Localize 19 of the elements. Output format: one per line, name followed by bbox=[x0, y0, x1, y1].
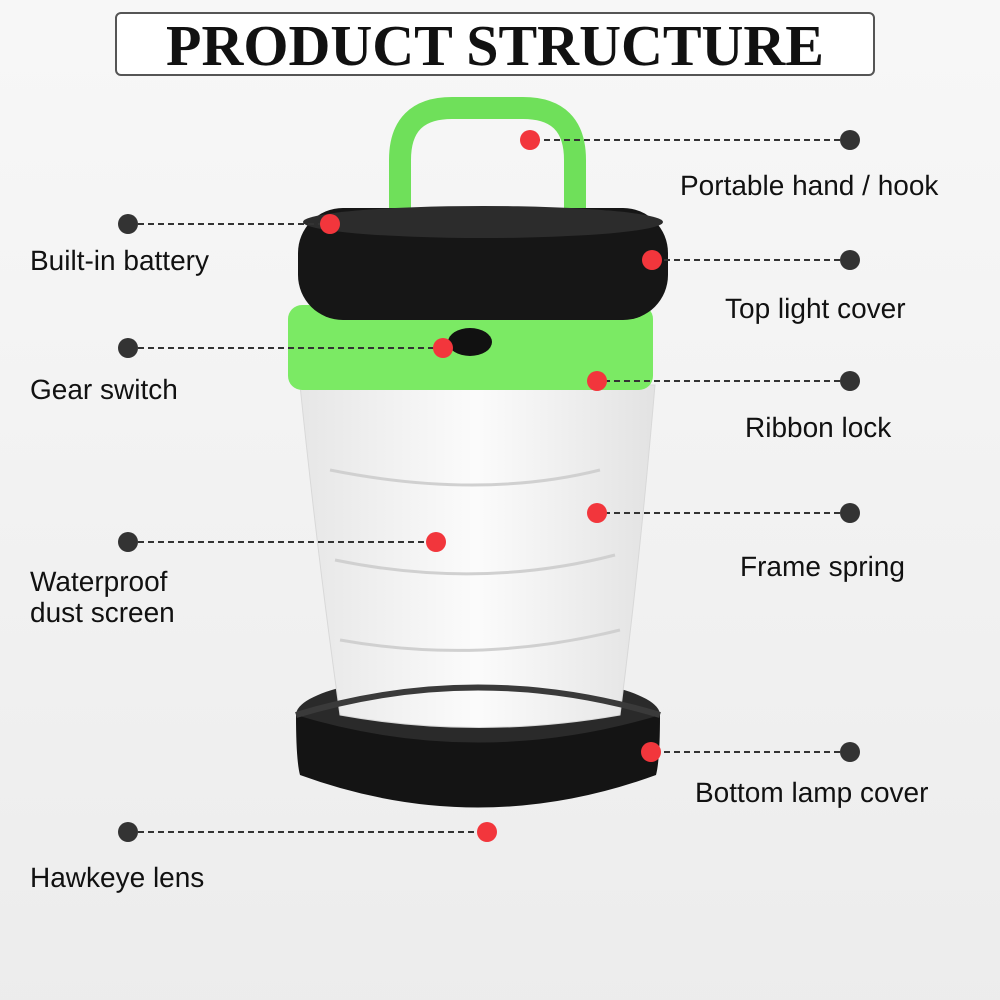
leader-line bbox=[118, 214, 340, 234]
part-label: Hawkeye lens bbox=[30, 832, 240, 892]
leader-line bbox=[118, 338, 453, 358]
leader-line bbox=[641, 742, 860, 762]
leader-line bbox=[587, 371, 860, 391]
part-label: Portable hand / hook bbox=[680, 140, 990, 200]
part-label: Gear switch bbox=[30, 348, 230, 404]
part-label: Built-in battery bbox=[30, 224, 260, 276]
leader-line bbox=[118, 822, 497, 842]
part-label: Top light cover bbox=[725, 260, 955, 324]
leader-line bbox=[520, 130, 860, 150]
title: PRODUCT STRUCTURE bbox=[115, 12, 875, 76]
part-label: Bottom lamp cover bbox=[695, 752, 980, 808]
leader-line bbox=[642, 250, 860, 270]
leader-line bbox=[587, 503, 860, 523]
part-label: Waterproof dust screen bbox=[30, 542, 205, 628]
part-label: Ribbon lock bbox=[745, 381, 935, 442]
part-label: Frame spring bbox=[740, 513, 940, 582]
leader-line bbox=[118, 532, 446, 552]
